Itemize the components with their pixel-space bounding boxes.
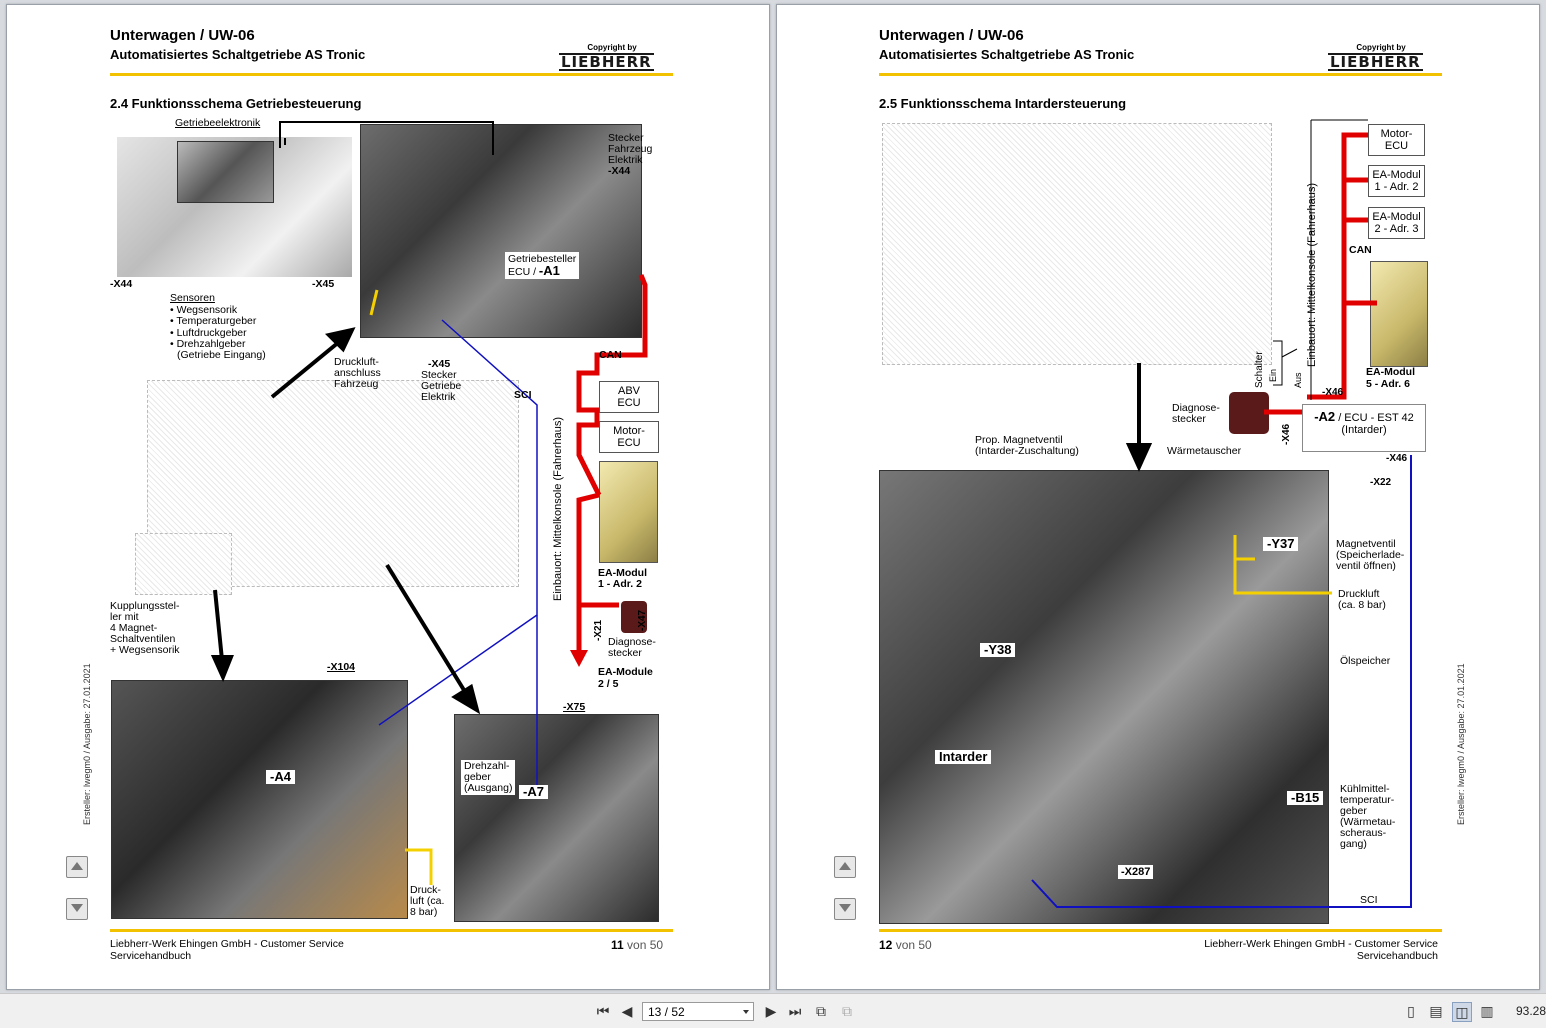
ea-modul-2-box: EA-Modul 2 - Adr. 3 bbox=[1368, 207, 1425, 239]
pointer-arrows bbox=[214, 122, 493, 710]
prop-magnetventil-label: (Intarder-Zuschaltung) bbox=[975, 446, 1079, 457]
scroll-up-button[interactable] bbox=[834, 856, 856, 878]
y38-tag: -Y38 bbox=[980, 643, 1015, 657]
sci-label: SCI bbox=[1360, 895, 1378, 906]
footer-manual: Servicehandbuch bbox=[1357, 950, 1438, 962]
schalter-label: Schalter bbox=[1254, 351, 1265, 388]
oelspeicher-label: Ölspeicher bbox=[1340, 656, 1390, 667]
copy-icon[interactable]: ⧉ bbox=[812, 1002, 830, 1020]
x47-label: -X47 bbox=[637, 610, 648, 631]
diagnose-label: stecker bbox=[608, 648, 642, 659]
document-page-11: Unterwagen / UW-06 Automatisiertes Schal… bbox=[6, 4, 770, 990]
waermetauscher-label: Wärmetauscher bbox=[1167, 446, 1241, 457]
ea-modul-1-box: EA-Modul 1 - Adr. 2 bbox=[1368, 165, 1425, 197]
y37-tag: -Y37 bbox=[1263, 537, 1298, 551]
ea-modul-5-label: EA-Modul bbox=[1366, 367, 1415, 378]
viewer-toolbar: ⏮ ◀ 13 / 52 ▶ ⏭ ⧉ ⧉ ▯ ▤ ◫ ▥ 93.28 bbox=[0, 993, 1546, 1028]
einbauort-label: Einbauort: Mittelkonsole (Fahrerhaus) bbox=[552, 417, 564, 601]
druckluft-label: (ca. 8 bar) bbox=[1338, 600, 1386, 611]
next-page-icon[interactable]: ▶ bbox=[762, 1002, 780, 1020]
footer-company: Liebherr-Werk Ehingen GmbH - Customer Se… bbox=[1204, 938, 1438, 950]
zoom-level[interactable]: 93.28 bbox=[1516, 1004, 1546, 1018]
can-label: CAN bbox=[1349, 245, 1372, 256]
schalter-ein: Ein bbox=[1268, 369, 1278, 382]
a2-ecu-box: -A2 / ECU - EST 42 (Intarder) bbox=[1302, 404, 1426, 452]
x45-left-label: -X45 bbox=[312, 279, 334, 290]
author-note: Ersteller: lwegm0 / Ausgabe: 27.01.2021 bbox=[82, 663, 92, 825]
kupplung-label: + Wegsensorik bbox=[110, 645, 180, 656]
x44-label: -X44 bbox=[608, 166, 630, 177]
document-page-12: Unterwagen / UW-06 Automatisiertes Schal… bbox=[776, 4, 1540, 990]
ea-modul-5-adr: 5 - Adr. 6 bbox=[1366, 379, 1410, 390]
page-number: 12 von 50 bbox=[879, 938, 932, 952]
two-page-continuous-icon[interactable]: ▥ bbox=[1478, 1002, 1496, 1020]
schalter-aus: Aus bbox=[1293, 372, 1303, 388]
x46-label: -X46 bbox=[1322, 387, 1343, 398]
scroll-down-button[interactable] bbox=[834, 898, 856, 920]
intarder-tag: Intarder bbox=[935, 750, 991, 764]
x287-tag: -X287 bbox=[1118, 865, 1153, 879]
x75-label: -X75 bbox=[563, 702, 585, 713]
x45-desc: Elektrik bbox=[421, 392, 455, 403]
two-page-view-icon[interactable]: ◫ bbox=[1452, 1002, 1472, 1022]
can-label: CAN bbox=[599, 350, 622, 361]
continuous-view-icon[interactable]: ▤ bbox=[1427, 1002, 1445, 1020]
diagnose-label: stecker bbox=[1172, 414, 1206, 425]
last-page-icon[interactable]: ⏭ bbox=[786, 1002, 804, 1020]
chevron-down-icon bbox=[743, 1010, 749, 1014]
footer-company: Liebherr-Werk Ehingen GmbH - Customer Se… bbox=[110, 938, 344, 950]
motor-ecu-box: Motor- ECU bbox=[599, 421, 659, 453]
druck-label: 8 bar) bbox=[410, 907, 437, 918]
druckluft-label: Fahrzeug bbox=[334, 379, 378, 390]
x46-label: -X46 bbox=[1281, 424, 1292, 445]
sensor-item: • Temperaturgeber bbox=[170, 316, 256, 327]
ea-module-num: 2 / 5 bbox=[598, 679, 618, 690]
footer-rule bbox=[110, 929, 673, 932]
a7-tag: -A7 bbox=[519, 785, 548, 799]
getriebesteller-tag: Getriebesteller ECU / -A1 bbox=[505, 252, 579, 279]
x21-label: -X21 bbox=[593, 620, 604, 641]
wiring-overlay bbox=[7, 5, 769, 989]
b15-tag: -B15 bbox=[1287, 791, 1323, 805]
first-page-icon[interactable]: ⏮ bbox=[594, 1002, 612, 1020]
paste-icon[interactable]: ⧉ bbox=[838, 1002, 856, 1020]
x46-label: -X46 bbox=[1386, 453, 1407, 464]
einbauort-label: Einbauort: Mittelkonsole (Fahrerhaus) bbox=[1306, 183, 1318, 367]
kuehlmittel-label: gang) bbox=[1340, 839, 1367, 850]
single-page-view-icon[interactable]: ▯ bbox=[1402, 1002, 1420, 1020]
sensor-item: (Getriebe Eingang) bbox=[177, 350, 266, 361]
footer-rule bbox=[879, 929, 1442, 932]
sensoren-label: Sensoren bbox=[170, 293, 215, 304]
getriebeelektronik-label: Getriebeelektronik bbox=[175, 118, 260, 129]
magnetventil-label: ventil öffnen) bbox=[1336, 561, 1396, 572]
ea-module-label: EA-Module bbox=[598, 667, 653, 678]
page-number: 11 von 50 bbox=[611, 938, 663, 952]
drehzahlgeber-tag: Drehzahl- geber (Ausgang) bbox=[461, 760, 515, 795]
x104-label: -X104 bbox=[327, 662, 355, 673]
page-select[interactable]: 13 / 52 bbox=[642, 1002, 754, 1021]
x44-left-label: -X44 bbox=[110, 279, 132, 290]
x22-label: -X22 bbox=[1370, 477, 1391, 488]
scroll-down-button[interactable] bbox=[66, 898, 88, 920]
can-bus-line bbox=[570, 275, 645, 667]
a4-tag: -A4 bbox=[266, 770, 295, 784]
can-bus-line bbox=[1264, 135, 1377, 412]
previous-page-icon[interactable]: ◀ bbox=[618, 1002, 636, 1020]
author-note: Ersteller: lwegm0 / Ausgabe: 27.01.2021 bbox=[1456, 663, 1466, 825]
abv-ecu-box: ABV ECU bbox=[599, 381, 659, 413]
motor-ecu-box: Motor- ECU bbox=[1368, 124, 1425, 156]
sci-label: SCI bbox=[514, 390, 532, 401]
scroll-up-button[interactable] bbox=[66, 856, 88, 878]
ea-modul-adr: 1 - Adr. 2 bbox=[598, 579, 642, 590]
footer-manual: Servicehandbuch bbox=[110, 950, 191, 962]
